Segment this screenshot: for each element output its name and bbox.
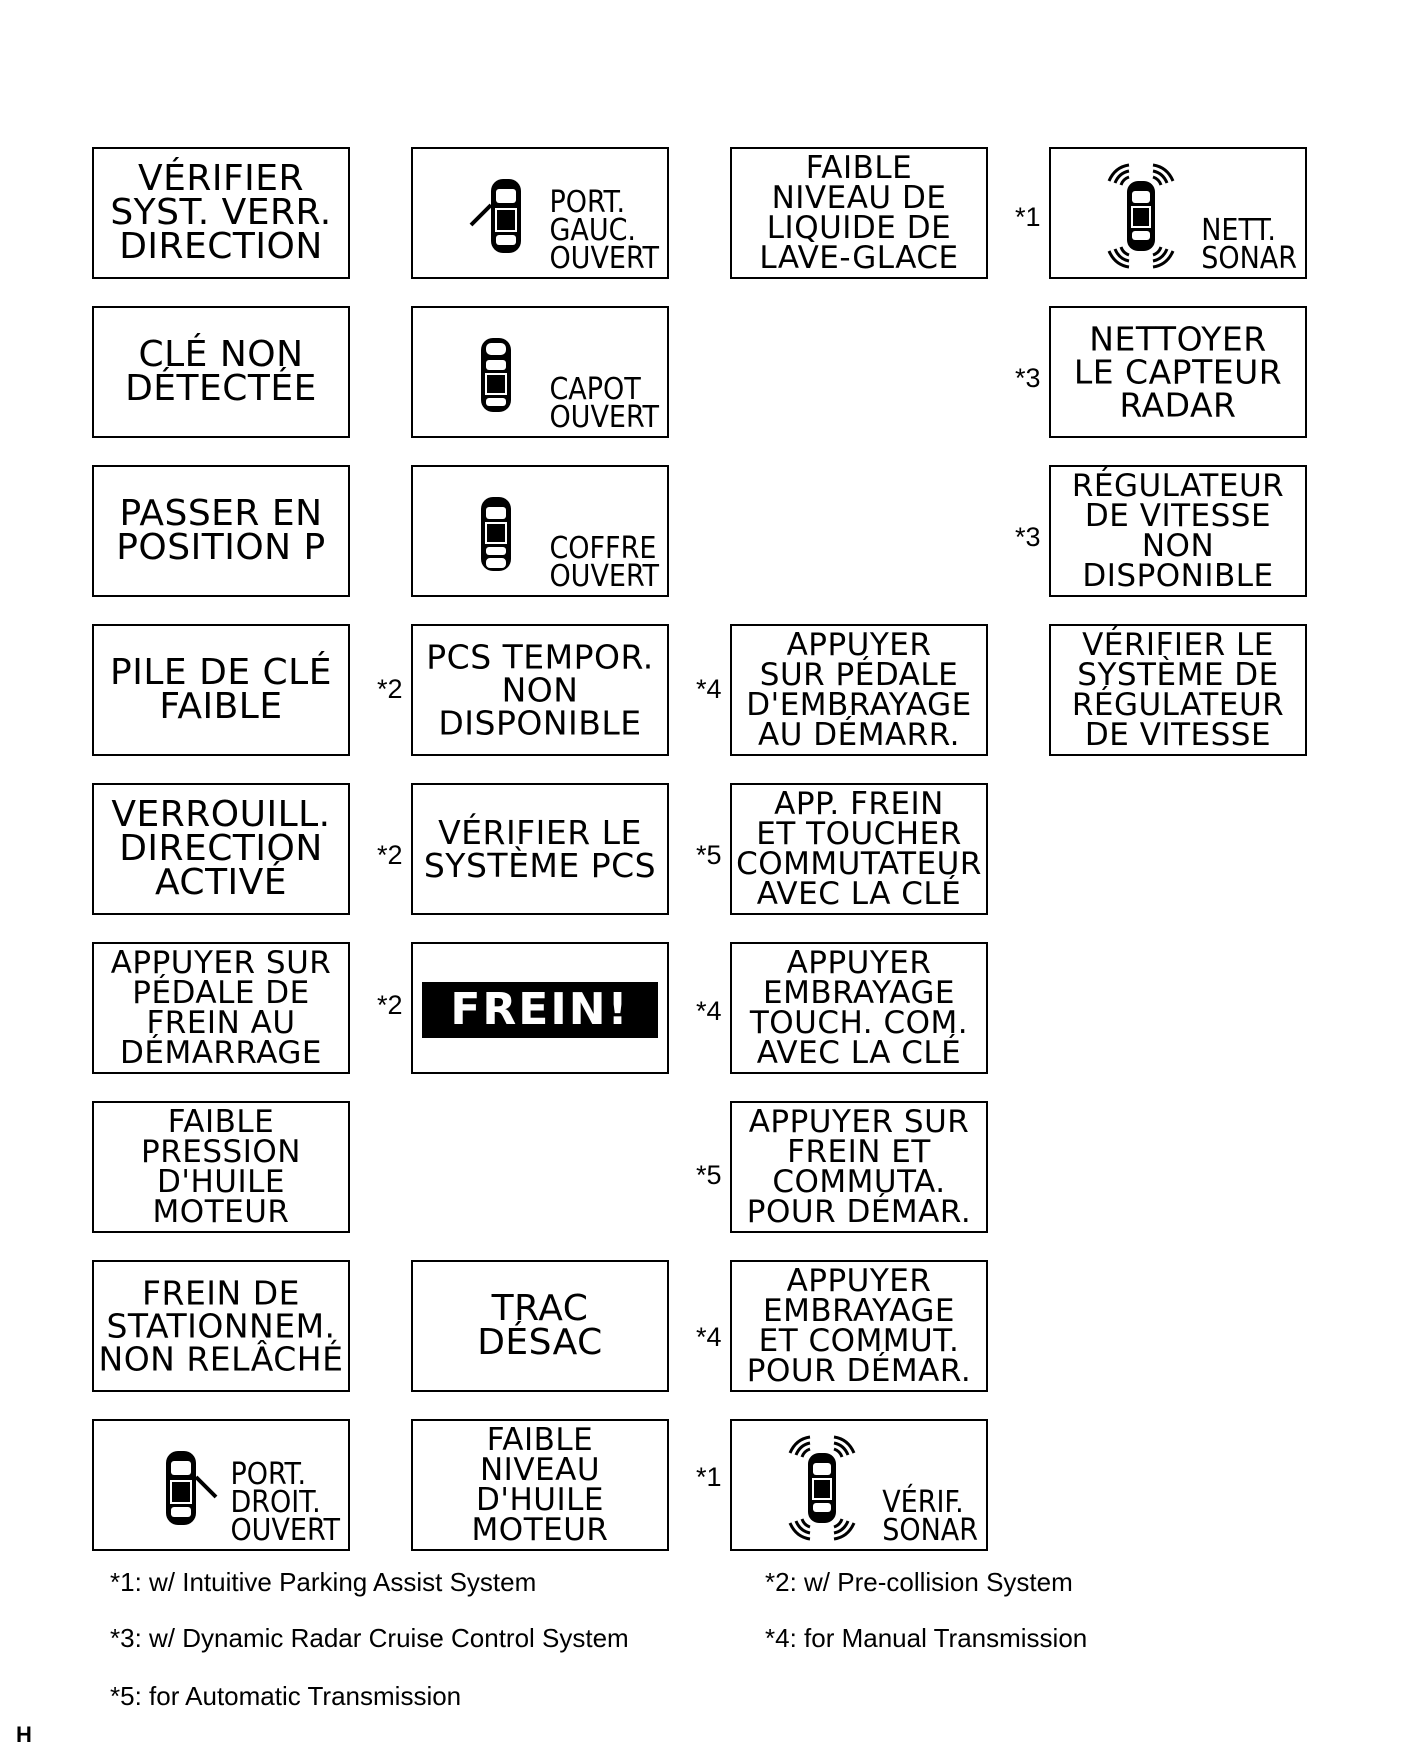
message-appuyer-frein-commuta: APPUYER SUR FREIN ET COMMUTA. POUR DÉMAR… xyxy=(730,1101,988,1233)
message-verifier-systeme-regulateur: VÉRIFIER LE SYSTÈME DE RÉGULATEUR DE VIT… xyxy=(1049,624,1307,756)
marker: *4 xyxy=(696,674,722,704)
message-nettoyer-capteur-radar: NETTOYER LE CAPTEUR RADAR xyxy=(1049,306,1307,438)
message-port-droit-ouvert: PORT. DROIT. OUVERT xyxy=(92,1419,350,1551)
footnote-3: *3: w/ Dynamic Radar Cruise Control Syst… xyxy=(110,1623,629,1653)
marker: *2 xyxy=(377,840,403,870)
message-text: FAIBLE PRESSION D'HUILE MOTEUR xyxy=(141,1104,301,1230)
corner-label: H xyxy=(16,1722,32,1747)
car-trunk-open-icon xyxy=(481,497,511,571)
message-text: FREIN DE STATIONNEM. NON RELÂCHÉ xyxy=(98,1273,344,1379)
marker: *1 xyxy=(696,1462,722,1492)
message-text: FAIBLE NIVEAU DE LIQUIDE DE LAVE-GLACE xyxy=(759,150,959,276)
message-coffre-ouvert: COFFRE OUVERT xyxy=(411,465,669,597)
footnote-2: *2: w/ Pre-collision System xyxy=(765,1567,1073,1597)
message-text: APPUYER SUR PÉDALE DE FREIN AU DÉMARRAGE xyxy=(110,945,332,1071)
message-text: APPUYER SUR PÉDALE D'EMBRAYAGE AU DÉMARR… xyxy=(746,627,972,753)
marker: *3 xyxy=(1015,363,1041,393)
message-faible-niveau-lave-glace: FAIBLE NIVEAU DE LIQUIDE DE LAVE-GLACE xyxy=(730,147,988,279)
icon-label: COFFRE OUVERT xyxy=(549,531,659,594)
message-text: NETTOYER LE CAPTEUR RADAR xyxy=(1073,319,1283,425)
message-text: PILE DE CLÉ FAIBLE xyxy=(110,652,332,727)
message-text: PASSER EN POSITION P xyxy=(116,493,326,568)
message-verrouill-direction-active: VERROUILL. DIRECTION ACTIVÉ xyxy=(92,783,350,915)
message-appuyer-embrayage-touch: APPUYER EMBRAYAGE TOUCH. COM. AVEC LA CL… xyxy=(730,942,988,1074)
icon-label: PORT. GAUC. OUVERT xyxy=(549,185,659,276)
marker: *3 xyxy=(1015,522,1041,552)
icon-label: NETT. SONAR xyxy=(1201,213,1297,276)
message-pcs-tempor-non-disponible: PCS TEMPOR. NON DISPONIBLE xyxy=(411,624,669,756)
message-text: APPUYER EMBRAYAGE ET COMMUT. POUR DÉMAR. xyxy=(746,1263,972,1389)
icon-label: PORT. DROIT. OUVERT xyxy=(230,1457,340,1548)
footnote-5: *5: for Automatic Transmission xyxy=(110,1681,462,1711)
message-passer-en-position-p: PASSER EN POSITION P xyxy=(92,465,350,597)
car-sonar-icon xyxy=(788,1435,856,1541)
message-text: RÉGULATEUR DE VITESSE NON DISPONIBLE xyxy=(1071,468,1285,594)
message-regulateur-non-disponible: RÉGULATEUR DE VITESSE NON DISPONIBLE xyxy=(1049,465,1307,597)
message-verifier-systeme-pcs: VÉRIFIER LE SYSTÈME PCS xyxy=(411,783,669,915)
message-frein-stationnement: FREIN DE STATIONNEM. NON RELÂCHÉ xyxy=(92,1260,350,1392)
marker: *5 xyxy=(696,840,722,870)
message-text: APPUYER EMBRAYAGE TOUCH. COM. AVEC LA CL… xyxy=(749,945,969,1071)
marker: *4 xyxy=(696,1322,722,1352)
message-faible-pression-huile: FAIBLE PRESSION D'HUILE MOTEUR xyxy=(92,1101,350,1233)
car-left-door-open-icon xyxy=(469,179,521,253)
message-pile-de-cle-faible: PILE DE CLÉ FAIBLE xyxy=(92,624,350,756)
icon-label: VÉRIF. SONAR xyxy=(882,1485,978,1548)
message-appuyer-pedale-embrayage: APPUYER SUR PÉDALE D'EMBRAYAGE AU DÉMARR… xyxy=(730,624,988,756)
message-trac-desac: TRAC DÉSAC xyxy=(411,1260,669,1392)
message-verifier-syst-verr-direction: VÉRIFIER SYST. VERR. DIRECTION xyxy=(92,147,350,279)
message-cle-non-detectee: CLÉ NON DÉTECTÉE xyxy=(92,306,350,438)
message-frein: FREIN! xyxy=(411,942,669,1074)
message-port-gauc-ouvert: PORT. GAUC. OUVERT xyxy=(411,147,669,279)
message-appuyer-pedale-frein-demarrage: APPUYER SUR PÉDALE DE FREIN AU DÉMARRAGE xyxy=(92,942,350,1074)
message-text: APP. FREIN ET TOUCHER COMMUTATEUR AVEC L… xyxy=(736,786,982,912)
message-text: VÉRIFIER LE SYSTÈME PCS xyxy=(423,813,657,885)
message-text: PCS TEMPOR. NON DISPONIBLE xyxy=(426,637,654,743)
marker: *1 xyxy=(1015,202,1041,232)
marker: *4 xyxy=(696,996,722,1026)
message-text: APPUYER SUR FREIN ET COMMUTA. POUR DÉMAR… xyxy=(746,1104,972,1230)
message-capot-ouvert: CAPOT OUVERT xyxy=(411,306,669,438)
marker: *2 xyxy=(377,674,403,704)
message-text: VERROUILL. DIRECTION ACTIVÉ xyxy=(111,794,331,903)
message-text: VÉRIFIER SYST. VERR. DIRECTION xyxy=(110,158,332,267)
car-hood-open-icon xyxy=(481,338,511,412)
footnote-4: *4: for Manual Transmission xyxy=(765,1623,1088,1653)
brake-warning-text: FREIN! xyxy=(422,982,658,1038)
message-text: TRAC DÉSAC xyxy=(477,1288,603,1363)
car-right-door-open-icon xyxy=(166,1451,218,1525)
message-app-frein-toucher-commutateur: APP. FREIN ET TOUCHER COMMUTATEUR AVEC L… xyxy=(730,783,988,915)
message-text: FAIBLE NIVEAU D'HUILE MOTEUR xyxy=(471,1422,609,1548)
marker: *2 xyxy=(377,990,403,1020)
message-appuyer-embrayage-commut: APPUYER EMBRAYAGE ET COMMUT. POUR DÉMAR. xyxy=(730,1260,988,1392)
message-faible-niveau-huile: FAIBLE NIVEAU D'HUILE MOTEUR xyxy=(411,1419,669,1551)
message-verif-sonar: VÉRIF. SONAR xyxy=(730,1419,988,1551)
message-text: CLÉ NON DÉTECTÉE xyxy=(125,334,317,409)
marker: *5 xyxy=(696,1160,722,1190)
message-text: VÉRIFIER LE SYSTÈME DE RÉGULATEUR DE VIT… xyxy=(1071,627,1285,753)
car-sonar-icon xyxy=(1107,163,1175,269)
footnote-1: *1: w/ Intuitive Parking Assist System xyxy=(110,1567,537,1597)
icon-label: CAPOT OUVERT xyxy=(549,372,659,435)
message-nett-sonar: NETT. SONAR xyxy=(1049,147,1307,279)
